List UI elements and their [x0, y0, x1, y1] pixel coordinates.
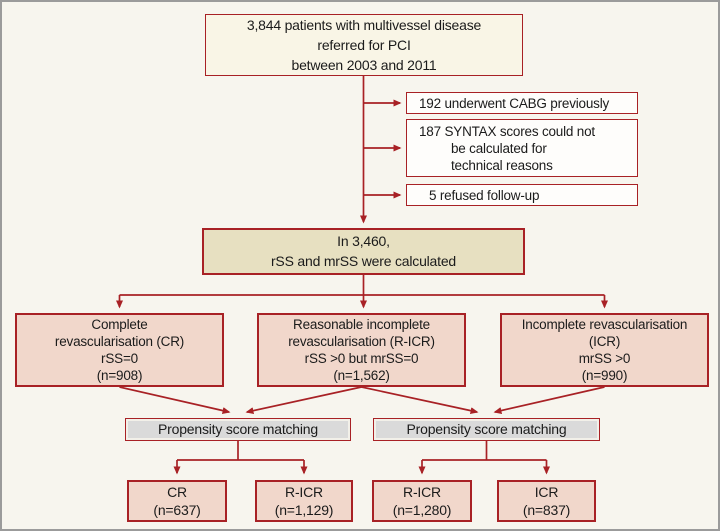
exclusion-line: 187 SYNTAX scores could not	[419, 123, 595, 139]
group-line: Complete	[91, 317, 148, 332]
enrollment-box: 3,844 patients with multivessel disease …	[205, 14, 523, 76]
connector-diag-icr-to-psm2	[493, 386, 605, 414]
scores-line: In 3,460,	[337, 232, 390, 249]
group-line: Incomplete revascularisation	[521, 317, 688, 332]
propensity-matching-box-right: Propensity score matching	[373, 418, 600, 441]
group-line: revascularisation (CR)	[54, 334, 185, 349]
group-line: rSS >0 but mrSS=0	[304, 351, 419, 366]
connector-diag-ricr-to-psm2	[361, 386, 479, 415]
group-line: Reasonable incomplete	[293, 317, 430, 332]
group-cr-box: Complete revascularisation (CR) rSS=0 (n…	[15, 313, 224, 387]
group-ricr-box: Reasonable incomplete revascularisation …	[257, 313, 466, 387]
matched-line: ICR	[534, 483, 559, 500]
enrollment-line: between 2003 and 2011	[291, 57, 437, 74]
group-line: (n=1,562)	[333, 368, 390, 383]
propensity-label: Propensity score matching	[406, 420, 567, 437]
exclusion-line: technical reasons	[451, 157, 553, 173]
group-icr-box: Incomplete revascularisation (ICR) mrSS …	[500, 313, 709, 387]
group-line: (n=908)	[96, 368, 143, 383]
group-line: (ICR)	[588, 334, 621, 349]
enrollment-line: referred for PCI	[317, 37, 411, 53]
connector-diag-cr-to-psm1	[119, 386, 231, 414]
matched-icr-box: ICR (n=837)	[497, 480, 596, 522]
matched-line: R-ICR	[403, 483, 441, 500]
exclusion-line: be calculated for	[451, 140, 547, 156]
group-line: revascularisation (R-ICR)	[288, 334, 435, 349]
group-line: rSS=0	[101, 351, 138, 366]
matched-line: R-ICR	[285, 483, 323, 500]
matched-ricr-right-box: R-ICR (n=1,280)	[372, 480, 472, 522]
matched-ricr-left-box: R-ICR (n=1,129)	[255, 480, 353, 522]
group-line: mrSS >0	[578, 351, 631, 366]
exclusion-cabg-box: 192 underwent CABG previously	[406, 92, 638, 114]
exclusion-line: 192 underwent CABG previously	[419, 95, 610, 111]
connector-diag-ricr-to-psm1	[245, 386, 362, 415]
scores-line: rSS and mrSS were calculated	[270, 252, 457, 269]
matched-cr-box: CR (n=637)	[127, 480, 227, 522]
exclusion-line: 5 refused follow-up	[429, 187, 540, 203]
matched-line: (n=837)	[522, 502, 571, 518]
matched-line: CR	[167, 483, 187, 500]
enrollment-line: 3,844 patients with multivessel disease	[246, 16, 482, 33]
scores-calculated-box: In 3,460, rSS and mrSS were calculated	[202, 228, 525, 275]
matched-line: (n=637)	[153, 502, 201, 518]
propensity-matching-box-left: Propensity score matching	[125, 418, 351, 441]
matched-line: (n=1,280)	[392, 502, 452, 518]
propensity-label: Propensity score matching	[158, 420, 318, 437]
matched-line: (n=1,129)	[274, 502, 334, 518]
group-line: (n=990)	[581, 368, 628, 383]
exclusion-refused-box: 5 refused follow-up	[406, 184, 638, 206]
exclusion-syntax-box: 187 SYNTAX scores could not be calculate…	[406, 119, 638, 177]
